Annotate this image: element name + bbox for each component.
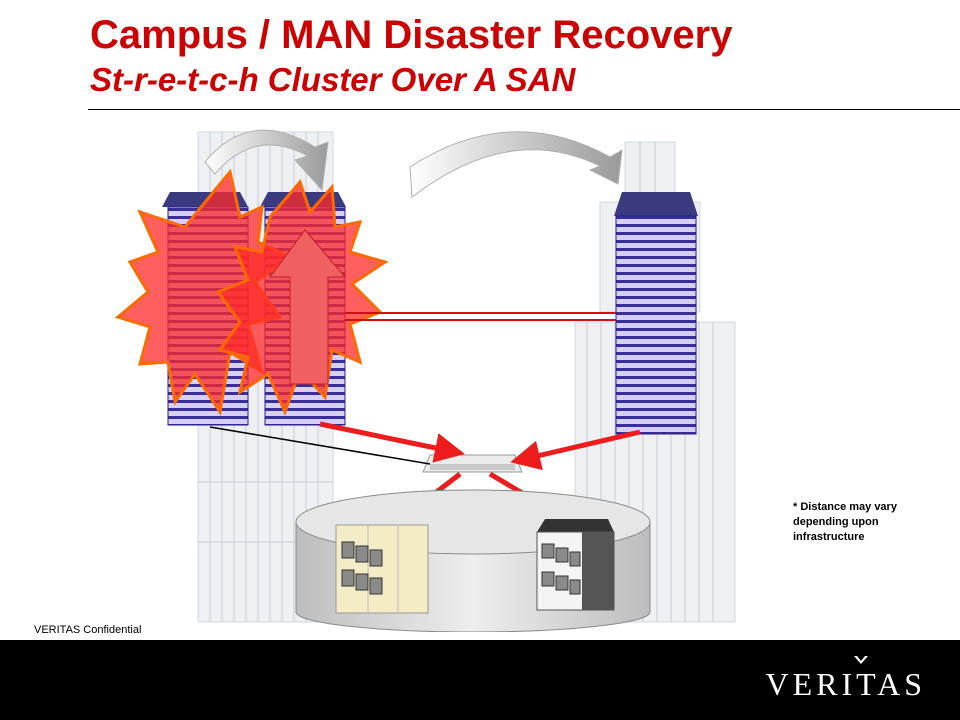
server-remote [614,192,698,435]
failover-curve-arrow-left [204,129,329,192]
veritas-logo: VERITAS [765,666,926,702]
cluster-interconnect [345,312,616,321]
footer-bar: VERITAS [0,640,960,720]
failover-curve-arrow-right [409,131,623,198]
title-divider [88,109,960,110]
distance-note: * Distance may vary depending upon infra… [793,501,897,543]
san-switch [422,454,523,473]
disk-array-remote [536,519,615,611]
disk-array-local [335,524,429,614]
veritas-logo-mark-icon [854,656,868,664]
cluster-diagram [114,129,736,632]
slide-subtitle: St-r-e-t-c-h Cluster Over A SAN [90,61,576,98]
confidential-label: VERITAS Confidential [34,624,142,636]
fc-link [209,426,431,465]
failover-up-arrow-icon [269,229,347,385]
slide-title: Campus / MAN Disaster Recovery [90,13,733,57]
